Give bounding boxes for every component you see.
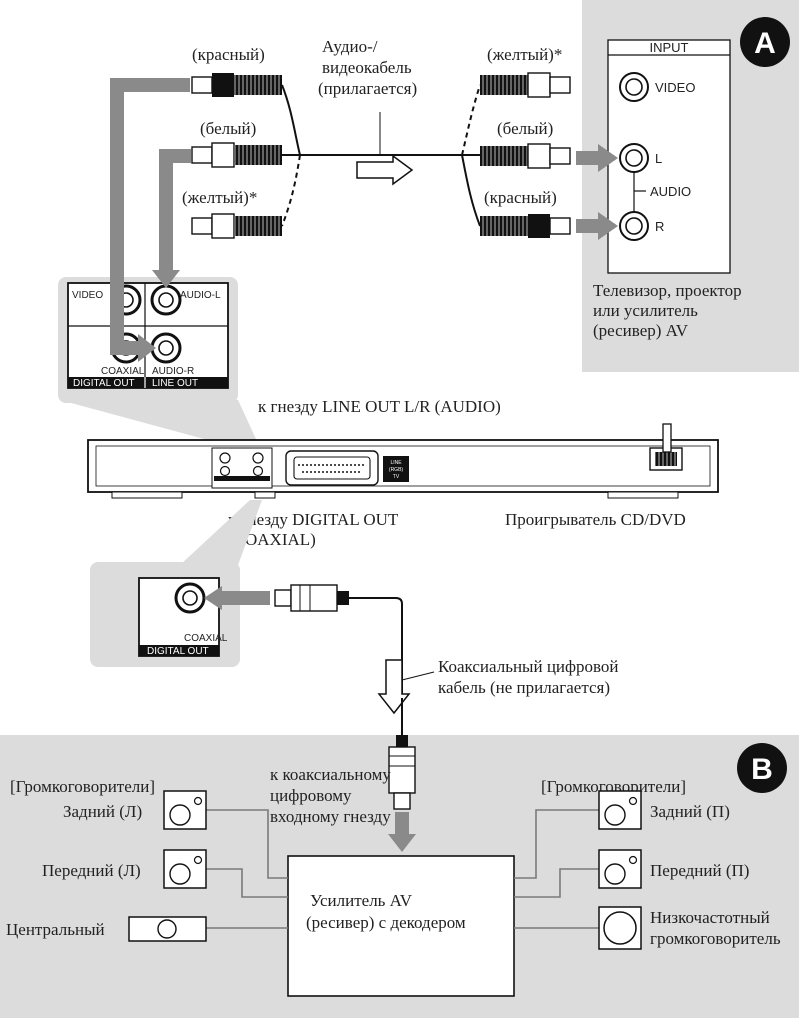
badge-a-label: A	[754, 27, 776, 60]
scart-rgb-label: (RGB)	[389, 467, 404, 473]
arrow-white-to-audio-l-icon	[152, 149, 191, 288]
cable-title-line-2: видеокабель	[322, 58, 412, 77]
to-coax-input-line-1: к коаксиальному	[270, 765, 391, 784]
device-label-line-1: Телевизор, проектор	[593, 281, 742, 300]
rear-right-label: Задний (П)	[650, 802, 730, 821]
arrow-red-to-audio-r-icon	[110, 78, 190, 362]
label-to-line-out: к гнезду LINE OUT L/R (AUDIO)	[258, 397, 501, 416]
panel-line-out-label: LINE OUT	[152, 378, 198, 389]
coax-panel: COAXIAL DIGITAL OUT	[138, 577, 228, 657]
scart-tv-label: TV	[393, 474, 400, 480]
tv-r-label: R	[655, 219, 664, 234]
label-to-digital-out-line-1: к гнезду DIGITAL OUT	[228, 510, 399, 529]
jack-zoom-callout	[60, 400, 262, 452]
coax-cable-wire	[349, 597, 403, 698]
to-coax-input-line-2: цифровому	[270, 786, 352, 805]
badge-b-label: B	[751, 753, 773, 786]
dvd-player-rear: LINE (RGB) TV	[87, 423, 719, 499]
speaker-wires	[206, 809, 599, 929]
subwoofer-icon	[598, 906, 642, 950]
subwoofer-label-line-1: Низкочастотный	[650, 908, 770, 927]
speakers-right-title: [Громкоговорители]	[541, 777, 686, 796]
speakers-left-title: [Громкоговорители]	[10, 777, 155, 796]
tv-video-label: VIDEO	[655, 80, 695, 95]
to-coax-input-line-3: входному гнезду	[270, 807, 391, 826]
coax-cable-leader	[401, 671, 435, 681]
amplifier-label-line-1: Усилитель AV	[310, 891, 413, 910]
label-white-right: (белый)	[497, 119, 553, 138]
speaker-rear-right-icon	[598, 790, 642, 830]
device-label-line-2: или усилитель	[593, 301, 698, 320]
label-yellow-left: (желтый)*	[182, 188, 257, 207]
panel-audio-r-label: AUDIO-R	[152, 366, 194, 377]
coax-zoom-callout	[180, 500, 262, 565]
coax-plug-bottom	[388, 735, 416, 810]
label-red-left: (красный)	[192, 45, 265, 64]
amplifier-box	[287, 855, 515, 997]
av-cable-dashed-wires	[281, 84, 481, 227]
speaker-front-left-icon	[163, 849, 207, 889]
amplifier-label-line-2: (ресивер) с декодером	[306, 913, 466, 932]
panel-coaxial-label: COAXIAL	[101, 366, 145, 377]
panel-audio-l-label: AUDIO-L	[180, 290, 221, 301]
player-name: Проигрыватель CD/DVD	[505, 510, 686, 529]
device-label-line-3: (ресивер) AV	[593, 321, 689, 340]
coax-plug-top	[274, 584, 349, 612]
front-left-label: Передний (Л)	[42, 861, 141, 880]
label-white-left: (белый)	[200, 119, 256, 138]
cable-title-line-1: Аудио-/	[322, 37, 378, 56]
scart-line-label: LINE	[390, 460, 402, 466]
left-white-plug	[191, 142, 282, 168]
left-yellow-plug	[191, 213, 282, 239]
coax-cable-label-line-2: кабель (не прилагается)	[438, 678, 610, 697]
badge-a: A	[740, 17, 790, 67]
arrow-into-tv-r-icon	[576, 212, 618, 240]
speaker-rear-left-icon	[163, 790, 207, 830]
right-red-plug	[480, 214, 571, 238]
label-yellow-right: (желтый)*	[487, 45, 562, 64]
panel-digital-out-label: DIGITAL OUT	[73, 378, 135, 389]
cable-title-line-3: (прилагается)	[318, 79, 417, 98]
input-title: INPUT	[650, 40, 689, 55]
coax-panel-digital-out-label: DIGITAL OUT	[147, 646, 209, 657]
right-white-plug	[480, 143, 571, 169]
rear-left-label: Задний (Л)	[63, 802, 142, 821]
speaker-center-icon	[128, 916, 207, 942]
coax-cable-label-line-1: Коаксиальный цифровой	[438, 657, 619, 676]
tv-audio-label: AUDIO	[650, 184, 691, 199]
center-label: Центральный	[6, 920, 105, 939]
tv-input-panel: INPUT VIDEO L AUDIO R	[607, 39, 731, 274]
panel-video-label: VIDEO	[72, 290, 103, 301]
arrow-into-coaxial-icon	[204, 586, 270, 610]
arrow-into-amplifier-icon	[388, 812, 416, 852]
subwoofer-label-line-2: громкоговоритель	[650, 929, 781, 948]
front-right-label: Передний (П)	[650, 861, 749, 880]
arrow-into-tv-l-icon	[576, 144, 618, 172]
speaker-front-right-icon	[598, 849, 642, 889]
label-red-right: (красный)	[484, 188, 557, 207]
badge-b: B	[737, 743, 787, 793]
left-red-plug	[191, 73, 282, 97]
label-to-digital-out-line-2: (COAXIAL)	[228, 530, 316, 549]
av-cable-wires	[281, 84, 481, 227]
tv-l-label: L	[655, 151, 662, 166]
right-yellow-plug	[480, 72, 571, 98]
signal-direction-arrow-icon	[356, 154, 414, 186]
coax-panel-coaxial-label: COAXIAL	[184, 633, 228, 644]
coax-signal-arrow-icon	[377, 659, 411, 715]
jack-panel: VIDEO AUDIO-L COAXIAL AUDIO-R DIGITAL OU…	[67, 282, 229, 389]
